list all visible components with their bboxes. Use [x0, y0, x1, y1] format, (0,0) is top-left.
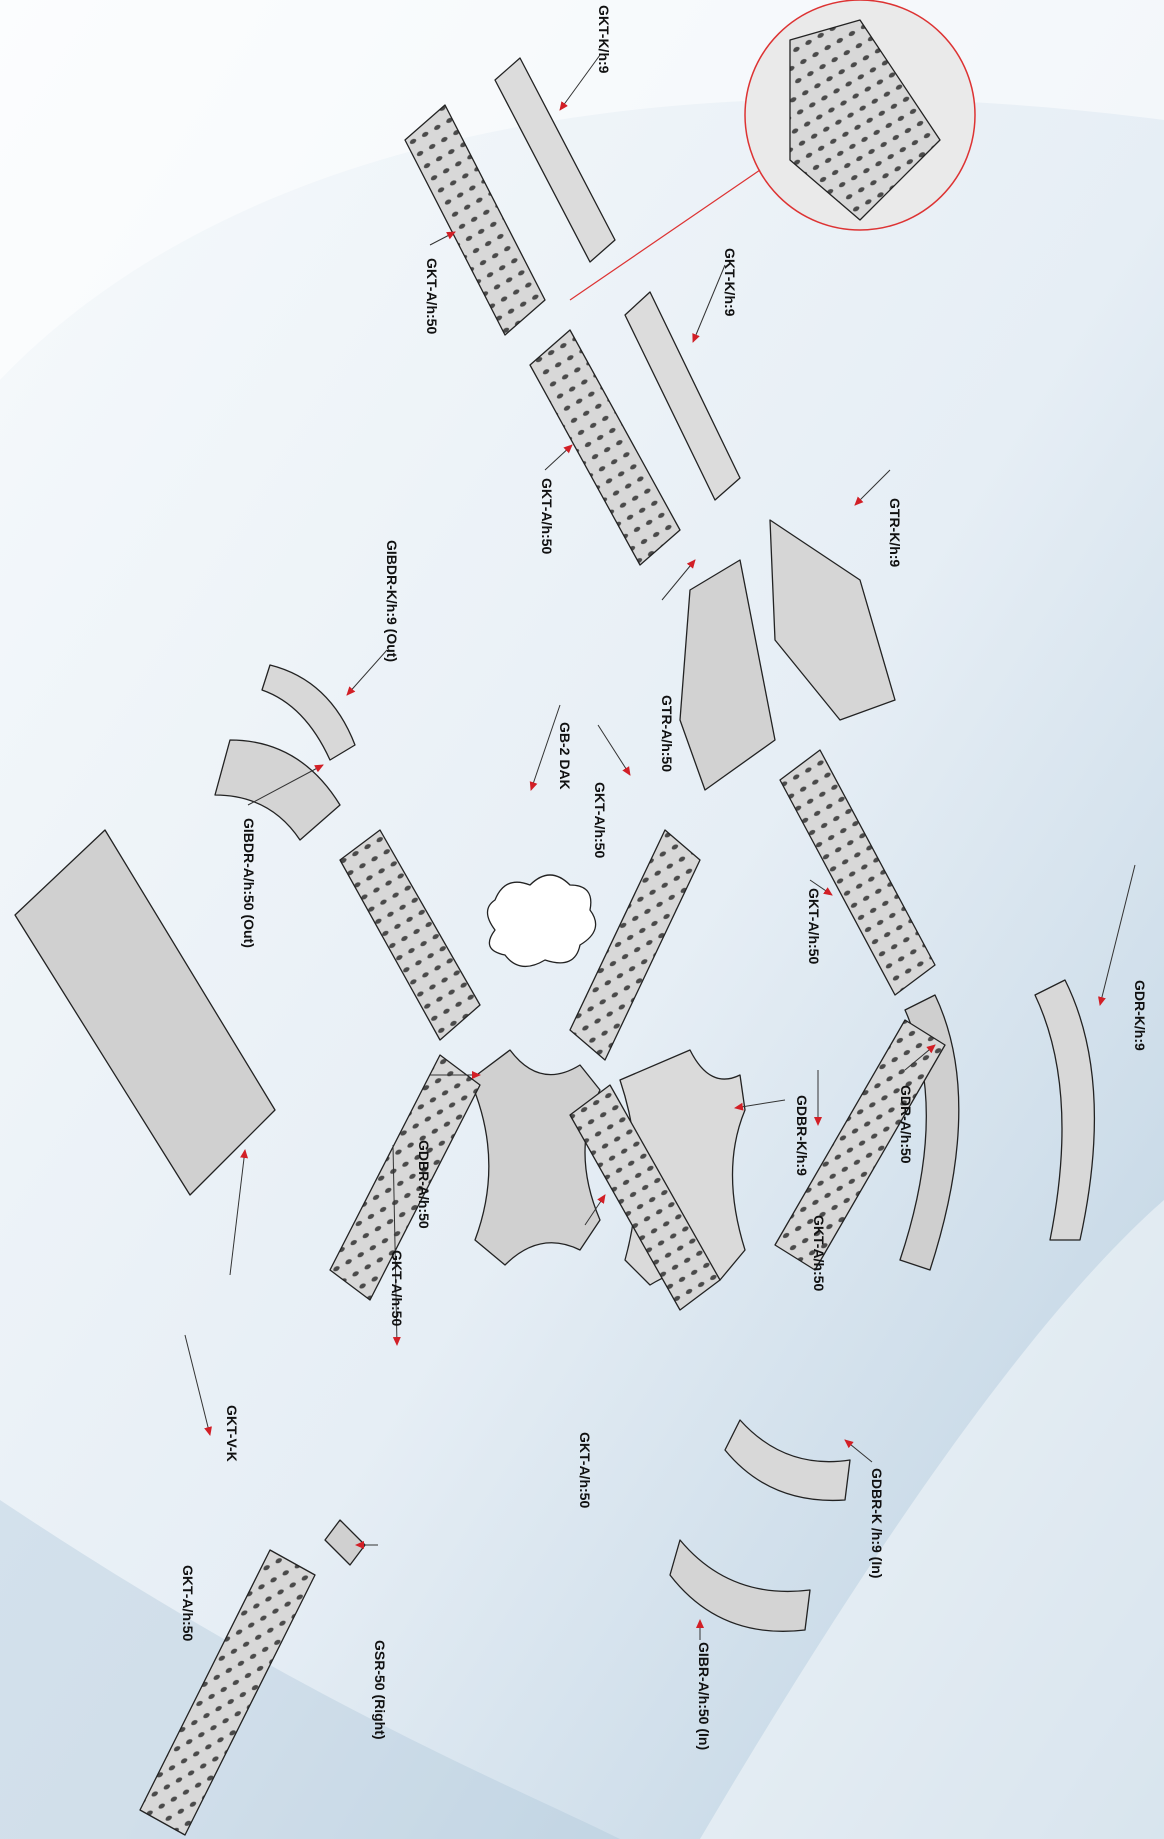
- leader-5: [854, 469, 891, 506]
- leader-21: [184, 1334, 212, 1436]
- label-gkt-a-4: GKT-A/h:50: [806, 888, 822, 965]
- leader-2: [429, 231, 456, 246]
- leader-13: [734, 1099, 786, 1111]
- tray-gkt-a-3: [339, 829, 481, 1041]
- leader-4: [544, 444, 573, 471]
- detail-callout-line: [569, 169, 761, 301]
- label-gkt-k-1: GKT-K/h:9: [596, 5, 612, 74]
- label-gkt-a-7: GKT-A/h:50: [577, 1432, 593, 1509]
- leader-12: [1098, 864, 1136, 1006]
- leader-14: [904, 1044, 936, 1071]
- gb-2-dak-cloud: [486, 874, 597, 967]
- leader-16: [392, 1144, 401, 1346]
- leader-6: [346, 649, 388, 696]
- label-gkt-a-1: GKT-A/h:50: [424, 258, 440, 335]
- tray-gkt-a-4: [569, 829, 701, 1061]
- bend-cover-gibdr-k-out: [261, 664, 356, 761]
- label-gkt-k-2: GKT-K/h:9: [722, 248, 738, 317]
- tee-cover-gtr-k: [769, 519, 896, 721]
- cross-tray-gdbr-a: [469, 1049, 601, 1266]
- leader-7: [661, 559, 696, 601]
- leader-8: [597, 724, 631, 776]
- label-gdr-k: GDR-K/h:9: [1132, 980, 1148, 1051]
- cover-gkt-k-2: [624, 291, 741, 501]
- label-gb-2-dak: GB-2 DAK: [557, 722, 573, 790]
- label-gdr-a: GDR-A/h:50: [898, 1085, 914, 1164]
- bend-tray-gibr-a-in: [669, 1539, 811, 1632]
- label-gkt-v-k: GKT-V-K: [224, 1405, 240, 1462]
- gsr-50-connector: [324, 1519, 366, 1566]
- label-gibr-a-in: GIBR-A/h:50 (In): [696, 1642, 712, 1751]
- label-gkt-a-6: GKT-A/h:50: [811, 1215, 827, 1292]
- label-gdbr-a: GDBR-A/h:50: [416, 1140, 432, 1229]
- leader-1: [559, 54, 601, 111]
- label-gsr-50-right: GSR-50 (Right): [372, 1640, 388, 1740]
- tee-tray-gtr-a: [679, 559, 776, 791]
- leader-20: [844, 1439, 873, 1463]
- label-gtr-k: GTR-K/h:9: [887, 498, 903, 568]
- leader-3: [692, 264, 726, 343]
- bend-cover-gdr-k: [1034, 979, 1096, 1241]
- leader-10: [247, 764, 324, 806]
- leader-11: [809, 879, 833, 896]
- tray-gkt-a-6: [329, 1054, 481, 1301]
- label-gdbr-k-in: GDBR-K /h:9 (In): [869, 1468, 885, 1579]
- leader-18: [229, 1149, 249, 1276]
- cover-gkt-v-k: [14, 829, 276, 1196]
- label-gibdr-a-out: GIBDR-A/h:50 (Out): [241, 818, 257, 948]
- label-gkt-a-8: GKT-A/h:50: [180, 1565, 196, 1642]
- tray-gkt-a-1: [404, 104, 546, 336]
- tray-gkt-a-8: [774, 1019, 946, 1271]
- label-gtr-a: GTR-A/h:50: [659, 695, 675, 772]
- bend-cover-gdbr-k-in: [724, 1419, 851, 1502]
- label-gibdr-k-out: GIBDR-K/h:9 (Out): [384, 540, 400, 663]
- label-gkt-a-5: GKT-A/h:50: [389, 1250, 405, 1327]
- detail-callout-tray: [789, 19, 941, 221]
- label-gkt-a-2: GKT-A/h:50: [539, 478, 555, 555]
- tray-gkt-a-2: [529, 329, 681, 566]
- label-gkt-a-3: GKT-A/h:50: [592, 782, 608, 859]
- cover-gkt-k-1: [494, 57, 616, 263]
- tray-gkt-a-5: [779, 749, 936, 996]
- leader-19: [584, 1194, 606, 1226]
- tray-gkt-a-7: [569, 1084, 721, 1311]
- tray-gkt-a-9: [139, 1549, 316, 1836]
- label-gdbr-k: GDBR-K/h:9: [794, 1095, 810, 1176]
- leader-9: [529, 704, 561, 791]
- bend-tray-gibdr-a-out: [214, 739, 341, 841]
